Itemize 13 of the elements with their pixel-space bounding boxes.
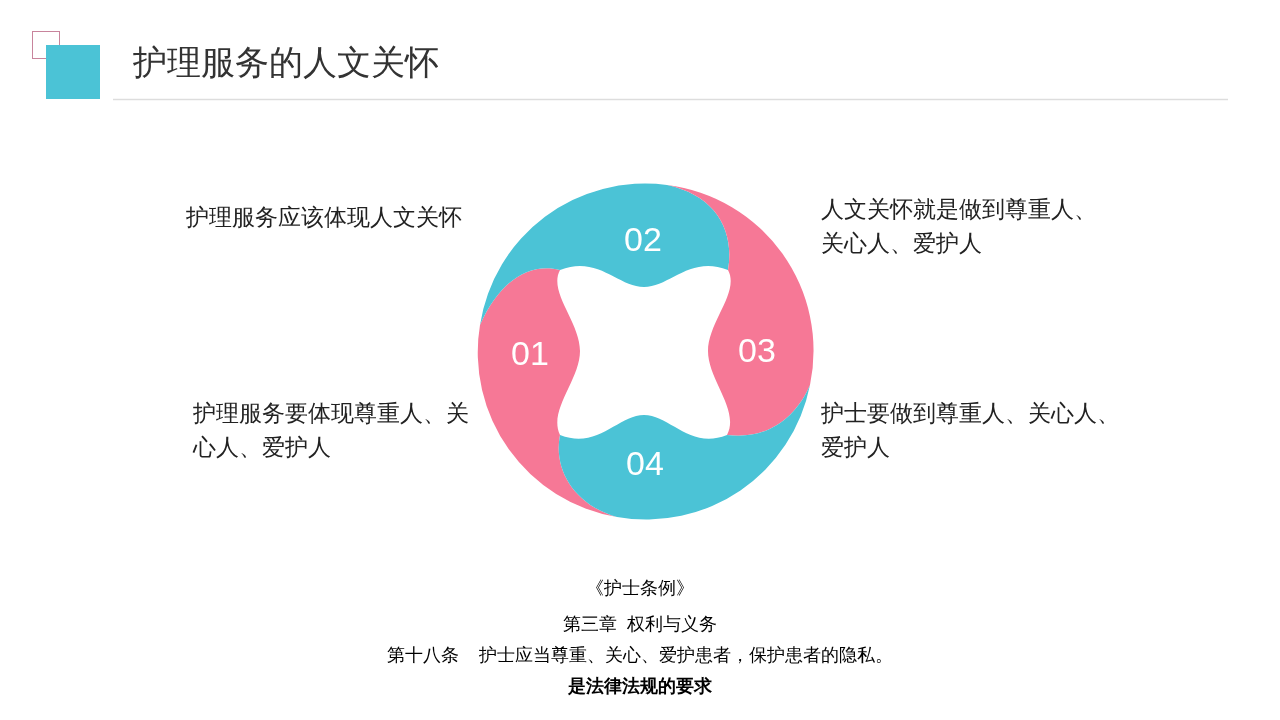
note-text: 是法律法规的要求 bbox=[568, 676, 712, 696]
step-number: 03 bbox=[738, 330, 776, 370]
note-text: 第三章 权利与义务 bbox=[563, 614, 717, 634]
description-text: 护理服务要体现尊重人、关心人、爱护人 bbox=[193, 399, 470, 462]
slide-title: 护理服务的人文关怀 bbox=[133, 41, 439, 84]
note-text: 《护士条例》 bbox=[586, 578, 694, 598]
step-number: 01 bbox=[511, 333, 549, 373]
note-text: 第十八条 护士应当尊重、关心、爱护患者，保护患者的隐私。 bbox=[387, 645, 893, 665]
step-number: 02 bbox=[624, 219, 662, 259]
description-text: 护士要做到尊重人、关心人、爱护人 bbox=[821, 399, 1121, 462]
description-text: 护理服务应该体现人文关怀 bbox=[186, 203, 463, 232]
step-number: 04 bbox=[626, 443, 664, 483]
description-text: 人文关怀就是做到尊重人、关心人、爱护人 bbox=[821, 195, 1098, 258]
